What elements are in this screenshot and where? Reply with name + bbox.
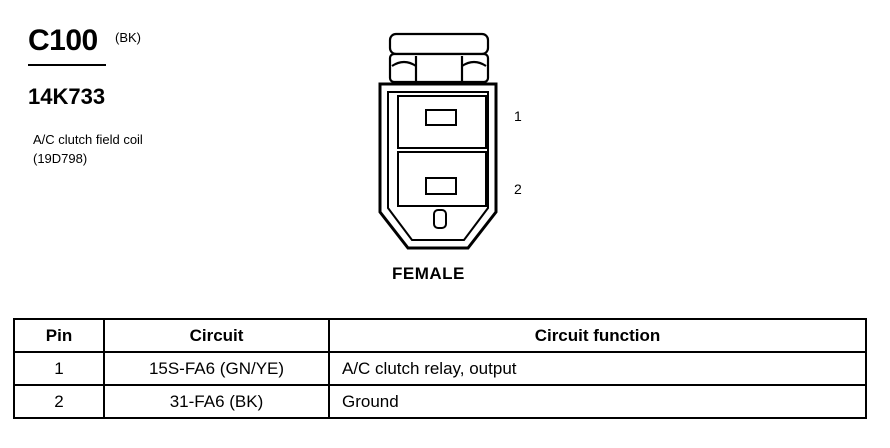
cavity-1 bbox=[397, 95, 487, 149]
locking-tab bbox=[388, 32, 490, 84]
pin-cell: 1 bbox=[13, 351, 105, 386]
pin-cell: 2 bbox=[13, 384, 105, 419]
connector-face-drawing bbox=[378, 32, 498, 250]
circuit-function-cell: A/C clutch relay, output bbox=[328, 351, 867, 386]
circuit-cell: 31-FA6 (BK) bbox=[103, 384, 330, 419]
column-header-pin: Pin bbox=[13, 318, 105, 353]
color-code: (BK) bbox=[115, 30, 141, 45]
table-header-row: Pin Circuit Circuit function bbox=[13, 318, 867, 353]
column-header-circuit: Circuit bbox=[103, 318, 330, 353]
cavity-2 bbox=[397, 151, 487, 207]
connector-id: C100 bbox=[28, 24, 98, 57]
part-number: 14K733 bbox=[28, 84, 106, 109]
column-header-circuit-function: Circuit function bbox=[328, 318, 867, 353]
polarizing-key bbox=[433, 209, 447, 229]
table-row: 2 31-FA6 (BK) Ground bbox=[13, 384, 867, 419]
title-underline bbox=[28, 64, 106, 66]
pinout-table: Pin Circuit Circuit function 1 15S-FA6 (… bbox=[13, 318, 867, 419]
table-row: 1 15S-FA6 (GN/YE) A/C clutch relay, outp… bbox=[13, 351, 867, 386]
circuit-function-cell: Ground bbox=[328, 384, 867, 419]
connector-housing bbox=[378, 82, 498, 250]
component-name: A/C clutch field coil bbox=[33, 132, 143, 147]
connector-gender-label: FEMALE bbox=[392, 264, 465, 283]
component-code: (19D798) bbox=[33, 151, 88, 166]
circuit-cell: 15S-FA6 (GN/YE) bbox=[103, 351, 330, 386]
pin-2-label: 2 bbox=[514, 181, 522, 197]
pin-1-label: 1 bbox=[514, 108, 522, 124]
